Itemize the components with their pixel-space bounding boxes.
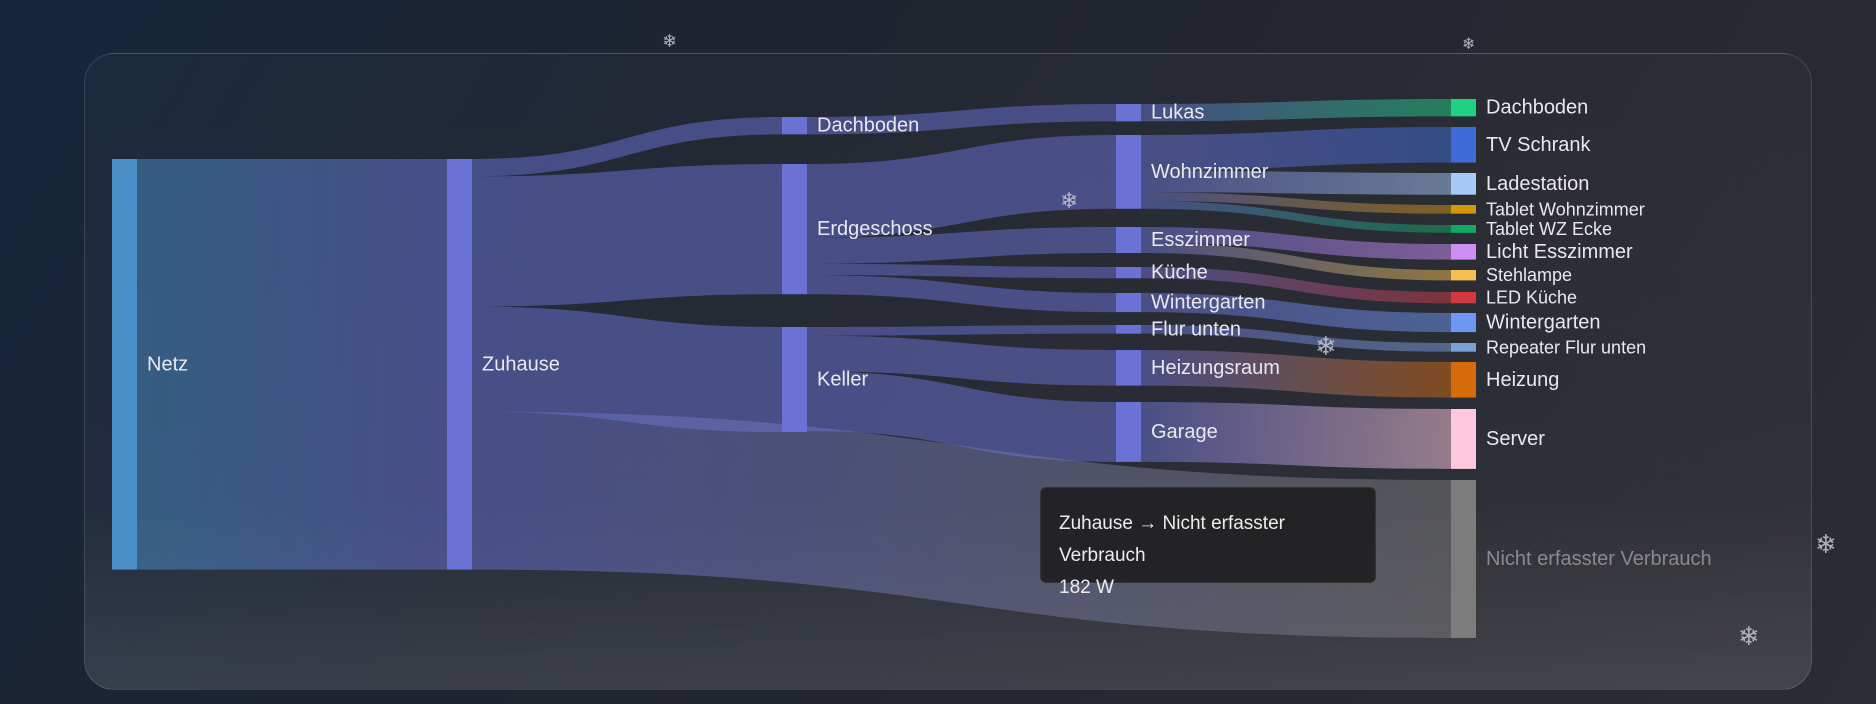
link-wohn-lade[interactable] [1141, 170, 1451, 195]
snowflake-icon: ❄ [1060, 188, 1079, 213]
link-erd-ess[interactable] [807, 227, 1116, 264]
node-label: Tablet WZ Ecke [1486, 219, 1612, 239]
link-erd-wohn[interactable] [807, 135, 1116, 238]
node-dach5[interactable] [1451, 99, 1476, 117]
link-kueche-led[interactable] [1141, 267, 1451, 304]
link-heizr-heiz[interactable] [1141, 350, 1451, 398]
link-erd-winter4[interactable] [807, 275, 1116, 313]
node-wohn[interactable] [1116, 135, 1141, 209]
node-tv[interactable] [1451, 127, 1476, 163]
snowflake-icon: ❄ [1462, 36, 1476, 53]
nodes-layer [112, 99, 1476, 638]
node-label: Erdgeschoss [817, 218, 933, 240]
node-label: Heizung [1486, 369, 1559, 391]
link-ess-steh[interactable] [1141, 242, 1451, 281]
link-keller-flur[interactable] [807, 325, 1116, 336]
node-erd[interactable] [782, 164, 807, 295]
node-label: Netz [147, 353, 188, 375]
node-flur[interactable] [1116, 325, 1141, 334]
link-flur-rep[interactable] [1141, 325, 1451, 352]
node-dach3[interactable] [782, 117, 807, 135]
link-erd-kueche[interactable] [807, 263, 1116, 279]
node-label: Heizungsraum [1151, 357, 1280, 379]
node-label: LED Küche [1486, 288, 1577, 308]
node-label: Licht Esszimmer [1486, 241, 1633, 263]
node-label: Zuhause [482, 353, 560, 375]
node-tabw[interactable] [1451, 205, 1476, 214]
link-ess-licht[interactable] [1141, 227, 1451, 260]
link-tooltip: Zuhause → Nicht erfasster Verbrauch 182 … [1040, 487, 1376, 598]
node-winter5[interactable] [1451, 313, 1476, 333]
node-label: Tablet Wohnzimmer [1486, 199, 1645, 219]
link-keller-garage[interactable] [807, 371, 1116, 462]
node-label: Garage [1151, 421, 1218, 443]
node-label: Wintergarten [1151, 292, 1266, 314]
link-zuhause-erd[interactable] [472, 164, 782, 307]
link-lukas-dach5[interactable] [1141, 99, 1451, 122]
snowflake-icon: ❄ [1738, 621, 1760, 651]
node-label: Stehlampe [1486, 265, 1572, 285]
link-wohn-tv[interactable] [1141, 127, 1451, 171]
tooltip-title: Zuhause → Nicht erfasster Verbrauch [1059, 513, 1285, 566]
link-zuhause-dach3[interactable] [472, 117, 782, 177]
node-label: Dachboden [1486, 97, 1588, 119]
snowflake-icon: ❄ [1815, 529, 1837, 559]
node-label: Ladestation [1486, 173, 1589, 195]
node-lukas[interactable] [1116, 104, 1141, 122]
node-nicht[interactable] [1451, 480, 1476, 638]
node-label: Flur unten [1151, 318, 1241, 340]
node-label: Esszimmer [1151, 229, 1250, 251]
node-label: Wintergarten [1486, 312, 1601, 334]
node-label: Server [1486, 428, 1545, 450]
node-label: Dachboden [817, 115, 919, 137]
node-server[interactable] [1451, 409, 1476, 469]
node-kueche[interactable] [1116, 267, 1141, 279]
link-dach3-lukas[interactable] [807, 104, 1116, 135]
node-label: Keller [817, 369, 868, 391]
link-keller-heizr[interactable] [807, 335, 1116, 386]
link-wohn-tabe[interactable] [1141, 200, 1451, 233]
node-keller[interactable] [782, 327, 807, 433]
node-label: Küche [1151, 262, 1208, 284]
node-lade[interactable] [1451, 173, 1476, 195]
node-tabe[interactable] [1451, 225, 1476, 233]
link-garage-server[interactable] [1141, 402, 1451, 469]
node-steh[interactable] [1451, 270, 1476, 281]
link-zuhause-keller[interactable] [472, 306, 782, 433]
node-garage[interactable] [1116, 402, 1141, 462]
node-ess[interactable] [1116, 227, 1141, 254]
node-winter4[interactable] [1116, 293, 1141, 313]
snowflake-icon: ❄ [1315, 331, 1337, 361]
node-led[interactable] [1451, 292, 1476, 304]
node-label: TV Schrank [1486, 134, 1591, 156]
link-winter4-winter5[interactable] [1141, 293, 1451, 333]
node-licht[interactable] [1451, 244, 1476, 260]
node-label: Nicht erfasster Verbrauch [1486, 548, 1712, 570]
node-heizr[interactable] [1116, 350, 1141, 386]
link-netz-zuhause[interactable] [137, 159, 447, 570]
snowflake-icon: ❄ [662, 31, 678, 51]
node-label: Repeater Flur unten [1486, 337, 1646, 357]
node-label: Lukas [1151, 102, 1204, 124]
node-heiz[interactable] [1451, 362, 1476, 398]
link-wohn-tabw[interactable] [1141, 192, 1451, 214]
node-zuhause[interactable] [447, 159, 472, 570]
tooltip-value: 182 W [1059, 577, 1114, 598]
node-netz[interactable] [112, 159, 137, 570]
node-rep[interactable] [1451, 343, 1476, 352]
node-label: Wohnzimmer [1151, 161, 1269, 183]
